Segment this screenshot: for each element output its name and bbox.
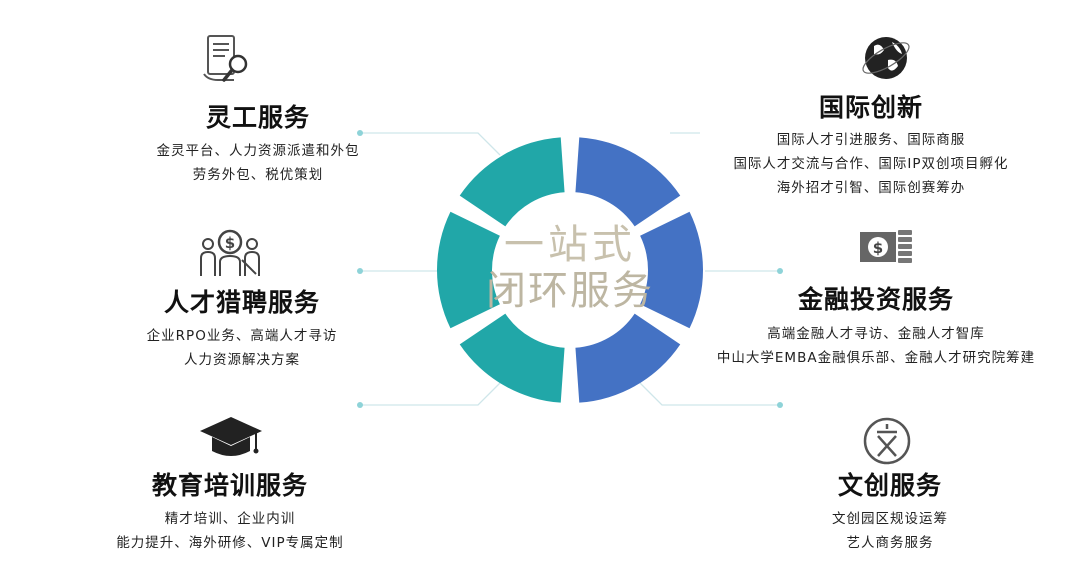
center-line-2: 闭环服务 (486, 268, 654, 314)
culture-emblem-icon (863, 417, 911, 465)
dot-education (357, 402, 363, 408)
service-line: 海外招才引智、国际创赛筹办 (776, 180, 966, 196)
service-education: 教育培训服务 精才培训、企业内训 能力提升、海外研修、VIP专属定制 (80, 466, 380, 555)
connector-lines (360, 132, 780, 406)
ring-segment-culture (575, 313, 681, 403)
service-culture: 文创服务 文创园区规设运筹 艺人商务服务 (740, 466, 1040, 555)
service-line: 能力提升、海外研修、VIP专属定制 (116, 535, 344, 551)
connector-education (360, 382, 501, 406)
recruitment-icon: $ (200, 229, 260, 276)
service-line: 文创园区规设运筹 (832, 511, 948, 527)
ring-segment-education (459, 313, 565, 403)
graduation-cap-icon (200, 417, 262, 456)
ring-segment-flexible (459, 137, 565, 227)
connector-culture (639, 382, 780, 406)
center-title: 一站式 闭环服务 (470, 222, 670, 314)
service-line: 人力资源解决方案 (184, 352, 300, 368)
service-title: 人才猎聘服务 (163, 288, 320, 317)
service-title: 金融投资服务 (797, 285, 954, 314)
service-line: 劳务外包、税优策划 (192, 167, 324, 183)
service-line: 金灵平台、人力资源派遣和外包 (156, 143, 360, 159)
svg-text:$: $ (873, 239, 883, 257)
service-title: 国际创新 (818, 93, 923, 122)
dot-finance (777, 268, 783, 274)
service-line: 精才培训、企业内训 (164, 511, 296, 527)
connector-flexible (360, 132, 501, 156)
service-line: 中山大学EMBA金融俱乐部、金融人才研究院筹建 (716, 350, 1036, 366)
service-line: 国际人才引进服务、国际商服 (776, 132, 966, 148)
ring-segments (437, 137, 703, 403)
connector-dots (357, 130, 783, 408)
service-title: 文创服务 (837, 471, 942, 500)
service-flexible: 灵工服务 金灵平台、人力资源派遣和外包 劳务外包、税优策划 (108, 98, 408, 187)
ring-segment-international (575, 137, 681, 227)
service-line: 国际人才交流与合作、国际IP双创项目孵化 (733, 156, 1009, 172)
service-line: 高端金融人才寻访、金融人才智库 (767, 326, 985, 342)
document-search-icon (203, 35, 248, 82)
service-line: 企业RPO业务、高端人才寻访 (146, 328, 338, 344)
dot-flexible (357, 130, 363, 136)
dot-culture (777, 402, 783, 408)
ring-segment-finance (640, 211, 703, 329)
service-title: 灵工服务 (205, 103, 310, 132)
money-icon: $ (860, 230, 912, 263)
center-line-1: 一站式 (504, 222, 636, 268)
service-talent: 人才猎聘服务 企业RPO业务、高端人才寻访 人力资源解决方案 (82, 283, 402, 372)
service-international: 国际创新 国际人才引进服务、国际商服 国际人才交流与合作、国际IP双创项目孵化 … (706, 88, 1036, 200)
service-line: 艺人商务服务 (846, 535, 934, 551)
service-finance: 金融投资服务 高端金融人才寻访、金融人才智库 中山大学EMBA金融俱乐部、金融人… (686, 280, 1066, 370)
svg-text:$: $ (225, 234, 235, 252)
globe-icon (862, 37, 910, 79)
ring-segment-talent (437, 211, 500, 329)
service-title: 教育培训服务 (151, 471, 308, 500)
dot-talent (357, 268, 363, 274)
